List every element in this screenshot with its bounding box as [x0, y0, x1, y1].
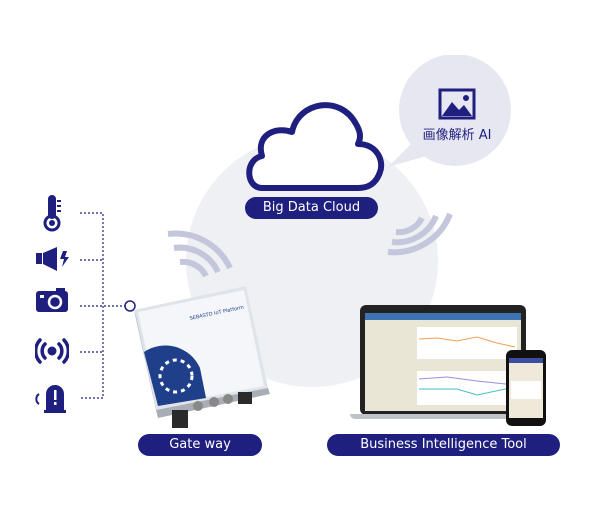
ai-label: 画像解析 AI — [422, 128, 492, 143]
sensor-connector-lines — [80, 212, 136, 399]
cloud-icon — [246, 102, 385, 191]
image-icon — [438, 88, 476, 120]
camera-icon — [36, 288, 68, 312]
speaker-icon — [36, 247, 69, 271]
smartphone-image — [506, 350, 546, 426]
bi-tool-label: Business Intelligence Tool — [327, 434, 560, 456]
laptop-image — [360, 305, 526, 415]
thermometer-icon — [43, 195, 61, 232]
gateway-label: Gate way — [138, 434, 262, 456]
wireless-waves-right — [387, 212, 453, 256]
wireless-waves-left — [167, 230, 233, 278]
gateway-device-image: SEBASTO IoT Platform — [134, 286, 270, 428]
beacon-icon — [35, 385, 66, 413]
big-data-cloud-label: Big Data Cloud — [245, 197, 378, 219]
signal-icon — [35, 338, 69, 364]
